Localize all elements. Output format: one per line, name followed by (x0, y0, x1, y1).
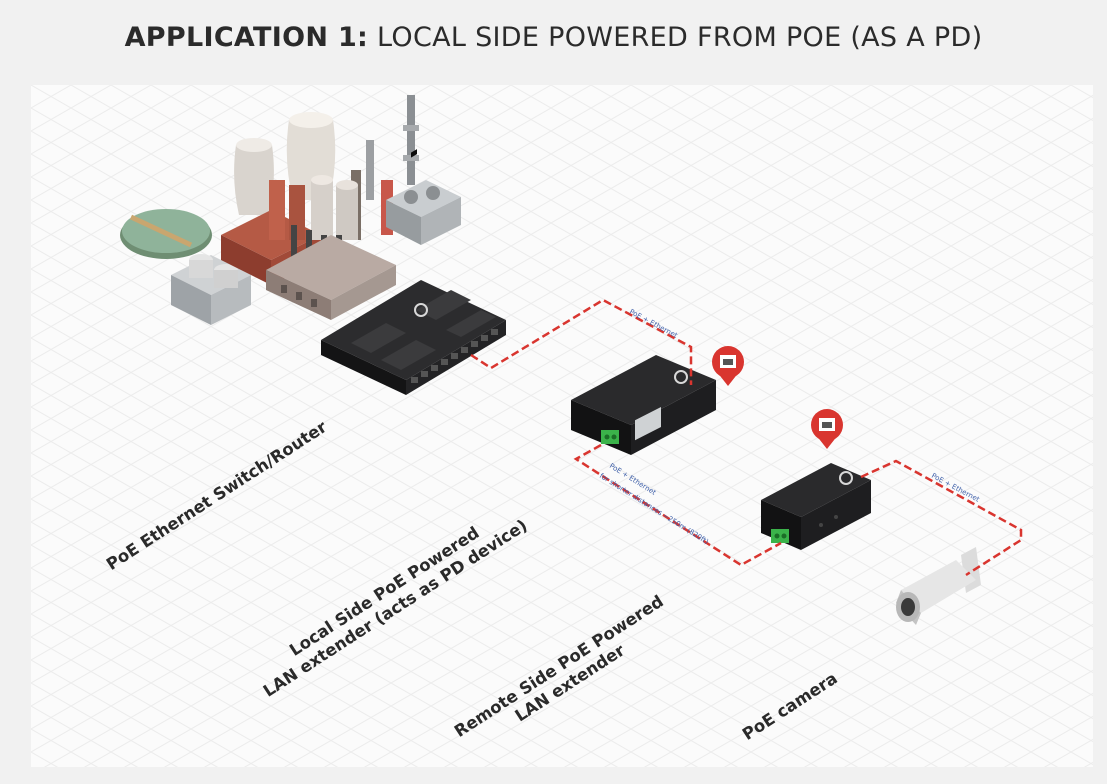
terminal-block-icon (601, 430, 619, 444)
terminal-block-icon (771, 529, 789, 543)
isometric-grid (31, 85, 1093, 767)
switch-ports (411, 329, 498, 383)
diagram-panel: PoE + Ethernet PoE + Ethernet for shorte… (31, 85, 1093, 767)
page-title: APPLICATION 1: LOCAL SIDE POWERED FROM P… (0, 22, 1107, 53)
cable-switch-to-local (470, 298, 693, 385)
remote-lan-extender-icon (761, 463, 871, 550)
local-lan-extender-icon (571, 355, 716, 455)
poe-switch-icon (321, 149, 506, 395)
poe-camera-icon (896, 547, 981, 625)
warehouse-icon (266, 235, 396, 320)
cooling-tower-icon (234, 112, 336, 215)
cable-remote-to-camera (860, 459, 1023, 577)
ethernet-pin-icon (712, 346, 744, 386)
grey-building-icon (171, 254, 251, 325)
generator-unit-icon (386, 180, 461, 245)
factory-building-icon (221, 95, 419, 285)
cable-local-to-remote (573, 443, 782, 567)
cable-label-2b: for shorter distances ~250m (820ft) (598, 472, 710, 546)
diagram-scene: PoE + Ethernet PoE + Ethernet for shorte… (120, 95, 1023, 625)
title-text: LOCAL SIDE POWERED FROM POE (AS A PD) (368, 22, 983, 53)
title-prefix: APPLICATION 1: (124, 22, 369, 53)
water-tank-icon (120, 209, 212, 259)
industrial-plant-illustration (120, 95, 461, 325)
cable-label-3: PoE + Ethernet (930, 472, 981, 504)
cable-label-1: PoE + Ethernet (628, 308, 679, 340)
ethernet-pin-icon (811, 409, 843, 449)
